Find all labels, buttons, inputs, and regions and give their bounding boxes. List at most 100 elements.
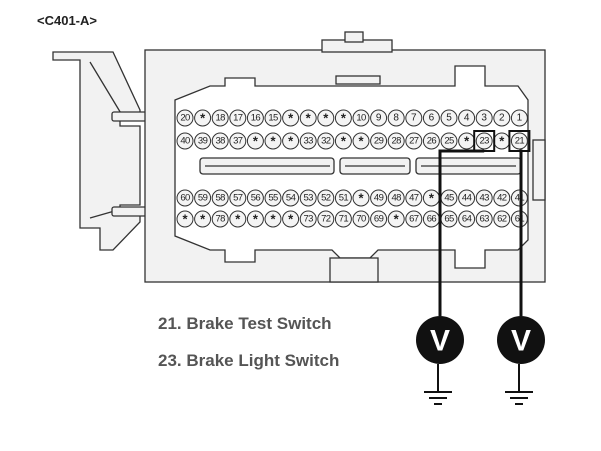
pin-empty: * (352, 189, 370, 207)
pin-empty: * (317, 109, 335, 127)
pin-empty: * (229, 210, 247, 228)
svg-text:20: 20 (180, 113, 190, 124)
pin-49: 49 (370, 189, 388, 207)
pin-empty: * (387, 210, 405, 228)
legend-item-23: 23. Brake Light Switch (158, 351, 340, 370)
pin-63: 63 (475, 210, 493, 228)
svg-text:43: 43 (480, 193, 490, 204)
pin-empty: * (422, 189, 440, 207)
pin-empty: * (282, 109, 300, 127)
svg-text:66: 66 (427, 214, 437, 225)
svg-text:51: 51 (339, 193, 349, 204)
svg-text:23: 23 (480, 136, 490, 147)
pin-47: 47 (405, 189, 423, 207)
svg-text:78: 78 (216, 214, 226, 225)
pin-1: 1 (510, 109, 528, 127)
pin-38: 38 (211, 132, 229, 150)
svg-text:15: 15 (268, 113, 278, 124)
pin-57: 57 (229, 189, 247, 207)
svg-text:55: 55 (268, 193, 278, 204)
pin-70: 70 (352, 210, 370, 228)
svg-text:40: 40 (180, 136, 190, 147)
svg-text:18: 18 (216, 113, 226, 124)
svg-text:*: * (341, 134, 347, 149)
pin-61: 61 (510, 210, 528, 228)
svg-text:1: 1 (517, 113, 523, 124)
svg-text:8: 8 (393, 113, 399, 124)
svg-text:27: 27 (409, 136, 419, 147)
pin-52: 52 (317, 189, 335, 207)
pin-29: 29 (370, 132, 388, 150)
svg-text:2: 2 (499, 113, 505, 124)
svg-text:70: 70 (356, 214, 366, 225)
svg-text:7: 7 (411, 113, 417, 124)
pin-69: 69 (370, 210, 388, 228)
pin-21: 21 (510, 132, 528, 150)
voltmeter-symbol: V (511, 325, 531, 358)
svg-text:58: 58 (216, 193, 226, 204)
svg-text:*: * (288, 212, 294, 227)
connector-housing (144, 31, 546, 283)
pin-73: 73 (299, 210, 317, 228)
svg-text:73: 73 (304, 214, 314, 225)
pin-45: 45 (440, 189, 458, 207)
pin-66: 66 (422, 210, 440, 228)
svg-text:*: * (200, 111, 206, 126)
svg-text:17: 17 (233, 113, 243, 124)
svg-text:62: 62 (497, 214, 507, 225)
pin-62: 62 (493, 210, 511, 228)
svg-text:29: 29 (374, 136, 384, 147)
svg-text:16: 16 (251, 113, 261, 124)
pin-empty: * (194, 210, 212, 228)
pin-60: 60 (176, 189, 194, 207)
pin-17: 17 (229, 109, 247, 127)
svg-text:63: 63 (480, 214, 490, 225)
svg-text:25: 25 (444, 136, 454, 147)
pin-78: 78 (211, 210, 229, 228)
svg-text:6: 6 (429, 113, 435, 124)
pin-9: 9 (370, 109, 388, 127)
svg-text:*: * (464, 134, 470, 149)
svg-text:64: 64 (462, 214, 472, 225)
pin-32: 32 (317, 132, 335, 150)
connector-latch-arm (52, 51, 153, 251)
svg-text:*: * (358, 134, 364, 149)
svg-text:*: * (288, 134, 294, 149)
pin-18: 18 (211, 109, 229, 127)
pin-58: 58 (211, 189, 229, 207)
svg-text:48: 48 (392, 193, 402, 204)
pin-72: 72 (317, 210, 335, 228)
pin-empty: * (352, 132, 370, 150)
svg-text:71: 71 (339, 214, 349, 225)
pin-empty: * (264, 210, 282, 228)
pin-39: 39 (194, 132, 212, 150)
svg-text:*: * (270, 212, 276, 227)
svg-text:32: 32 (321, 136, 331, 147)
pin-25: 25 (440, 132, 458, 150)
pin-empty: * (493, 132, 511, 150)
svg-text:3: 3 (481, 113, 487, 124)
pin-7: 7 (405, 109, 423, 127)
svg-text:*: * (288, 111, 294, 126)
ground-icon (505, 364, 533, 405)
pin-64: 64 (458, 210, 476, 228)
pin-51: 51 (334, 189, 352, 207)
svg-text:*: * (394, 212, 400, 227)
pin-empty: * (246, 132, 264, 150)
pin-54: 54 (282, 189, 300, 207)
svg-text:*: * (341, 111, 347, 126)
svg-text:52: 52 (321, 193, 331, 204)
pin-2: 2 (493, 109, 511, 127)
svg-text:*: * (182, 212, 188, 227)
pin-65: 65 (440, 210, 458, 228)
svg-text:10: 10 (356, 113, 366, 124)
svg-text:*: * (253, 212, 259, 227)
svg-text:65: 65 (444, 214, 454, 225)
pin-3: 3 (475, 109, 493, 127)
pin-40: 40 (176, 132, 194, 150)
voltmeter-icon: V (497, 316, 545, 364)
pin-6: 6 (422, 109, 440, 127)
pin-55: 55 (264, 189, 282, 207)
